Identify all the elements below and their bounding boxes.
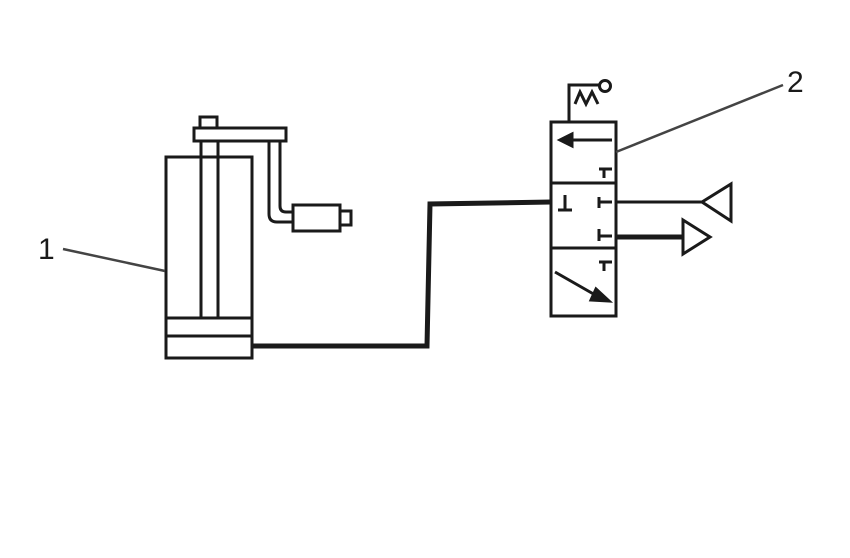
directional-valve bbox=[549, 79, 618, 318]
middle-blocked-port-right-top bbox=[597, 197, 612, 208]
cylinder-body bbox=[164, 155, 254, 360]
supply-triangle-icon bbox=[681, 217, 713, 257]
middle-blocked-port-right-bottom bbox=[597, 229, 612, 241]
rod-end-cap bbox=[198, 115, 219, 130]
leader-line-2 bbox=[615, 83, 784, 154]
lower-flow-arrow-icon bbox=[588, 286, 614, 303]
exhaust-triangle-icon bbox=[699, 181, 733, 224]
actuator-arm bbox=[267, 141, 293, 224]
crossbar bbox=[192, 126, 288, 143]
limit-switch bbox=[291, 203, 342, 233]
leader-line-1 bbox=[62, 247, 166, 273]
lower-blocked-port bbox=[599, 260, 612, 271]
cylinder bbox=[164, 115, 353, 360]
valve-spring bbox=[567, 83, 600, 122]
label-valve: 2 bbox=[787, 66, 804, 99]
upper-blocked-port bbox=[599, 167, 612, 178]
pressure-line bbox=[252, 199, 552, 349]
limit-switch-tip bbox=[338, 209, 353, 227]
spring-end-icon bbox=[598, 79, 612, 93]
valve-ports bbox=[616, 181, 733, 257]
upper-flow-arrow-icon bbox=[556, 131, 574, 149]
label-cylinder: 1 bbox=[38, 233, 55, 266]
middle-blocked-port-left bbox=[558, 195, 572, 212]
valve-body bbox=[549, 120, 618, 318]
